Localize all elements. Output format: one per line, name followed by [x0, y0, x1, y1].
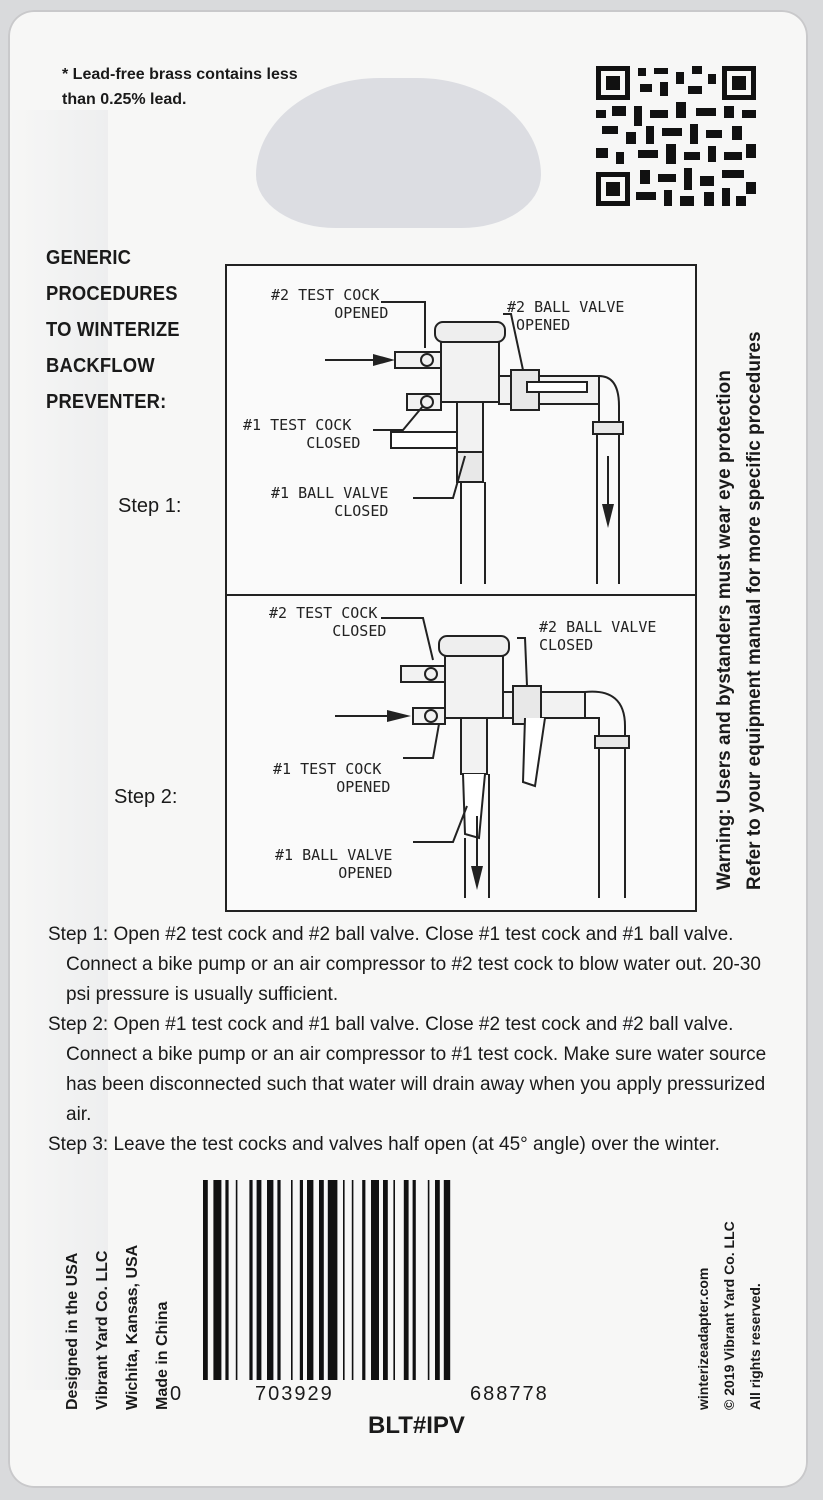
step2-test-cock-1-label: #1 TEST COCK OPENED [273, 760, 391, 796]
barcode [203, 1180, 451, 1380]
step1-test-cock-1-label: #1 TEST COCK CLOSED [243, 416, 361, 452]
maker-line: Made in China [154, 1301, 171, 1410]
warning-line: Refer to your equipment manual for more … [744, 331, 765, 890]
heading-line: GENERIC [46, 247, 132, 269]
copyright-line: All rights reserved. [747, 1283, 763, 1410]
blister-edge [8, 110, 108, 1390]
step1-illustration [325, 301, 624, 584]
valve-diagram: #2 TEST COCK OPENED #2 BALL VALVE OPENED… [225, 264, 697, 912]
copyright-line: winterizeadapter.com [695, 1267, 711, 1410]
step2-test-cock-2-label: #2 TEST COCK CLOSED [269, 604, 387, 640]
procedure-heading: GENERIC PROCEDURES TO WINTERIZE BACKFLOW… [46, 240, 202, 420]
heading-line: BACKFLOW [46, 355, 155, 377]
step1-test-cock-2-label: #2 TEST COCK OPENED [271, 286, 389, 322]
instruction-step3: Step 3: Leave the test cocks and valves … [48, 1134, 720, 1155]
maker-line: Vibrant Yard Co. LLC [94, 1250, 111, 1410]
step2-ball-valve-1-label: #1 BALL VALVE OPENED [275, 846, 393, 882]
copyright-info: winterizeadapter.com © 2019 Vibrant Yard… [690, 1180, 775, 1410]
instructions: Step 1: Open #2 test cock and #2 ball va… [48, 920, 788, 1160]
step1-ball-valve-1-label: #1 BALL VALVE CLOSED [271, 484, 389, 520]
step1-label: Step 1: [118, 495, 182, 517]
barcode-digit-first: 0 [170, 1383, 184, 1405]
step1-ball-valve-2-label: #2 BALL VALVE OPENED [507, 298, 625, 334]
maker-line: Designed in the USA [64, 1252, 81, 1410]
qr-code [596, 66, 756, 206]
heading-line: PROCEDURES [46, 283, 178, 305]
heading-line: TO WINTERIZE [46, 319, 180, 341]
copyright-line: © 2019 Vibrant Yard Co. LLC [721, 1221, 737, 1410]
lead-free-note: * Lead-free brass contains less than 0.2… [62, 66, 298, 108]
hang-hole [256, 78, 541, 228]
instruction-step1: Step 1: Open #2 test cock and #2 ball va… [48, 924, 734, 945]
barcode-digits-right: 688778 [470, 1383, 549, 1405]
heading-line: PREVENTER: [46, 391, 167, 413]
warning-line: Warning: Users and bystanders must wear … [714, 370, 735, 890]
warning-text: Warning: Users and bystanders must wear … [710, 290, 780, 890]
sku-code: BLT#IPV [368, 1412, 465, 1439]
step2-ball-valve-2-label: #2 BALL VALVE CLOSED [539, 618, 657, 654]
step2-illustration [335, 617, 630, 898]
maker-line: Wichita, Kansas, USA [124, 1244, 141, 1410]
diagram-divider [227, 594, 695, 596]
step2-label: Step 2: [114, 786, 178, 808]
barcode-digits-left: 703929 [255, 1383, 334, 1405]
instruction-step2-detail: Connect a bike pump or an air compressor… [66, 1044, 767, 1125]
instruction-step1-detail: Connect a bike pump or an air compressor… [66, 954, 761, 1005]
instruction-step2: Step 2: Open #1 test cock and #1 ball va… [48, 1014, 734, 1035]
maker-info: Designed in the USA Vibrant Yard Co. LLC… [58, 1190, 188, 1410]
